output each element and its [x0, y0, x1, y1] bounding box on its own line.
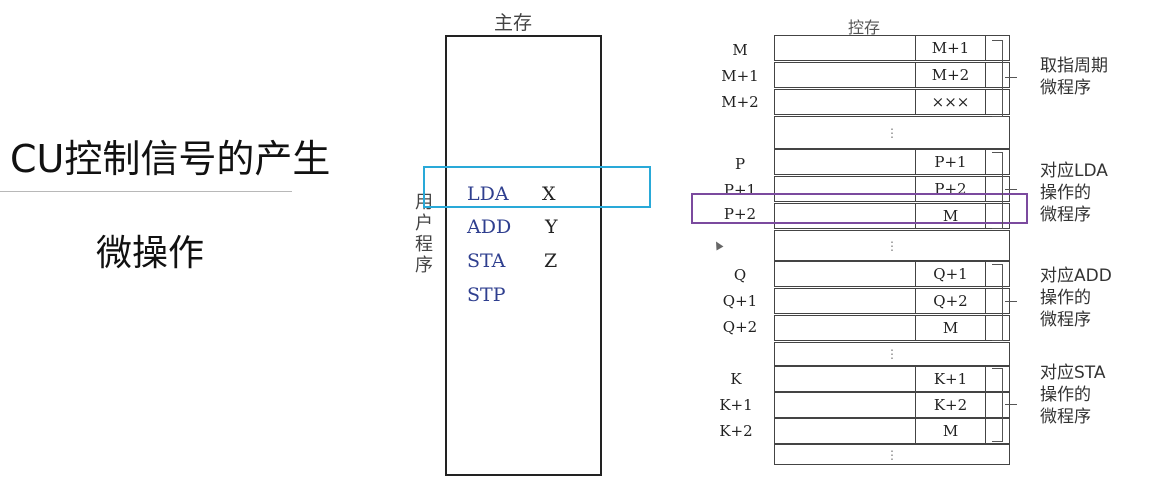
user-program-char: 户 — [415, 213, 433, 234]
control-memory-row: M+2 — [774, 62, 1010, 88]
add-microprogram-label: 对应ADD 操作的 微程序 — [1040, 265, 1150, 331]
control-memory-row: Q+2 — [774, 288, 1010, 314]
microaddress-label: P — [734, 155, 746, 173]
control-memory-row: M — [774, 315, 1010, 341]
microaddress-label: M — [732, 41, 748, 59]
control-memory-row: M — [774, 418, 1010, 444]
user-program-char: 序 — [415, 255, 433, 276]
next-address-cell: ××× — [915, 89, 986, 115]
ellipsis-marker: ⋮ — [886, 347, 898, 361]
microaddress-label: P+2 — [723, 205, 757, 223]
mouse-cursor-icon — [712, 239, 724, 251]
control-memory-row: P+1 — [774, 149, 1010, 175]
next-address-cell: K+1 — [915, 366, 986, 392]
group-label-line: 对应ADD — [1040, 266, 1112, 286]
main-memory-box — [445, 35, 602, 476]
ellipsis-marker: ⋮ — [886, 447, 898, 462]
ellipsis-marker: ⋮ — [886, 238, 898, 253]
next-address-cell: K+2 — [915, 392, 986, 418]
next-address-cell: Q+1 — [915, 261, 986, 287]
brace-connector — [1005, 404, 1017, 405]
group-label-line: 微程序 — [1040, 310, 1091, 330]
user-program-char: 程 — [415, 234, 433, 255]
instruction-operand: X — [542, 183, 556, 205]
control-memory-row: M — [774, 203, 1010, 229]
next-address-cell: M — [915, 315, 986, 341]
control-memory-row: K+1 — [774, 366, 1010, 392]
ellipsis-marker: ⋮ — [886, 125, 898, 140]
next-address-cell: M — [915, 203, 986, 229]
group-label-line: 对应STA — [1040, 363, 1106, 383]
control-memory-row: M+1 — [774, 35, 1010, 61]
brace-connector — [1005, 77, 1017, 78]
slide-title: CU控制信号的产生 — [10, 137, 331, 181]
control-memory-gap-row: ⋮ — [774, 444, 1010, 465]
microaddress-label: Q+2 — [722, 318, 758, 336]
next-address-cell: M+1 — [915, 35, 986, 61]
microaddress-label: Q — [733, 266, 747, 284]
sta-microprogram-label: 对应STA 操作的 微程序 — [1040, 362, 1150, 428]
control-memory-gap-row: ⋮ — [774, 230, 1010, 261]
instruction-opcode: STP — [467, 284, 506, 306]
control-memory-gap-row: ⋮ — [774, 116, 1010, 149]
control-memory-row: K+2 — [774, 392, 1010, 418]
group-label-line: 微程序 — [1040, 407, 1091, 427]
microaddress-label: M+1 — [721, 67, 759, 85]
instruction-operand: Z — [544, 250, 558, 272]
control-memory-row: ××× — [774, 89, 1010, 115]
p-plus-2-row-highlight — [691, 193, 1028, 224]
group-label-line: 微程序 — [1040, 78, 1091, 98]
control-memory-title: 控存 — [848, 18, 881, 37]
group-label-line: 微程序 — [1040, 205, 1091, 225]
next-address-cell: P+1 — [915, 149, 986, 175]
instruction-operand: Y — [545, 216, 558, 238]
microaddress-label: Q+1 — [722, 292, 758, 310]
lda-microprogram-label: 对应LDA 操作的 微程序 — [1040, 160, 1150, 226]
next-address-cell: M — [915, 418, 986, 444]
group-label-line: 取指周期 — [1040, 56, 1108, 76]
control-memory-row: Q+1 — [774, 261, 1010, 287]
instruction-opcode: STA — [467, 250, 506, 272]
control-memory-table: M+1 M+2 ××× ⋮ P+1 P+2 M ⋮ Q+1 Q+2 M ⋮ K+… — [774, 35, 1010, 465]
group-label-line: 操作的 — [1040, 385, 1091, 405]
brace-connector — [1005, 189, 1017, 190]
control-memory-gap-row: ⋮ — [774, 342, 1010, 366]
group-brace — [992, 152, 1003, 229]
next-address-cell: M+2 — [915, 62, 986, 88]
fetch-cycle-microprogram-label: 取指周期 微程序 — [1040, 55, 1150, 99]
title-divider — [0, 191, 292, 192]
main-memory-title: 主存 — [494, 12, 533, 34]
next-address-cell: Q+2 — [915, 288, 986, 314]
group-label-line: 操作的 — [1040, 183, 1091, 203]
instruction-opcode: ADD — [467, 216, 512, 238]
group-label-line: 对应LDA — [1040, 161, 1108, 181]
slide-subtitle: 微操作 — [96, 233, 205, 274]
group-brace — [992, 264, 1003, 341]
group-label-line: 操作的 — [1040, 288, 1091, 308]
microaddress-label: K — [730, 370, 742, 388]
user-program-label: 用 户 程 序 — [413, 192, 435, 276]
group-brace — [992, 40, 1003, 117]
instruction-opcode: LDA — [467, 183, 509, 205]
lda-instruction-highlight — [423, 166, 651, 208]
microaddress-label: K+2 — [719, 422, 753, 440]
microaddress-label: K+1 — [719, 396, 753, 414]
brace-connector — [1005, 301, 1017, 302]
microaddress-label: M+2 — [721, 93, 759, 111]
group-brace — [992, 368, 1003, 442]
